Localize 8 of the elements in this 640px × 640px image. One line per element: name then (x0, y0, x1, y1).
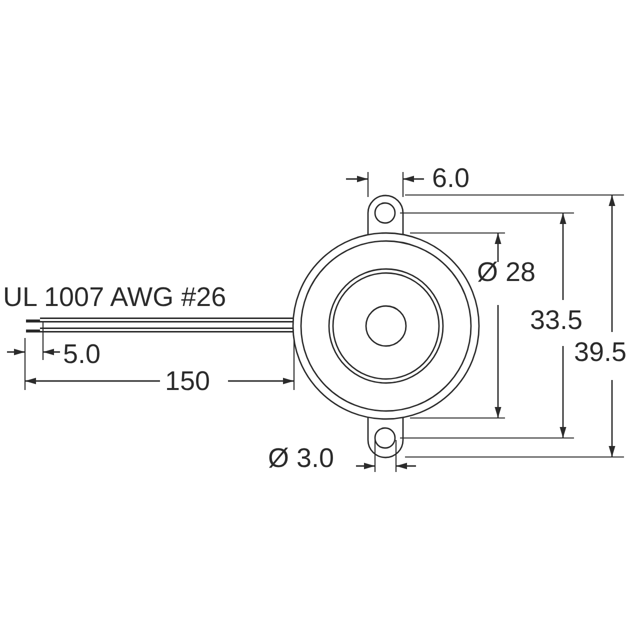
dimension-label: 6.0 (432, 165, 470, 192)
dimension-label: 33.5 (530, 307, 583, 334)
wire-spec-label: UL 1007 AWG #26 (3, 284, 226, 311)
dimension-label: 150 (165, 368, 210, 395)
dimension-label: 5.0 (63, 341, 101, 368)
dimension-label: Ø 28 (477, 259, 536, 286)
dimension-label: 39.5 (574, 339, 627, 366)
dimension-label: Ø 3.0 (268, 445, 334, 472)
